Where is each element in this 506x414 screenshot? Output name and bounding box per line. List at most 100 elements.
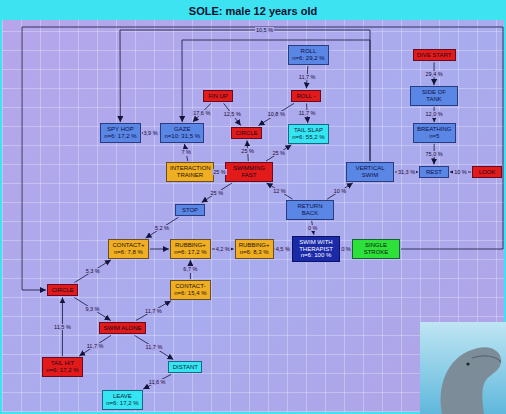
- behavior-name: CONTACT-: [174, 283, 207, 290]
- behavior-name: VERTICAL SWIM: [350, 165, 390, 179]
- transition-arrow: [182, 40, 370, 161]
- behavior-count: n=5: [417, 133, 452, 140]
- behavior-name: LOOK: [476, 169, 498, 176]
- behavior-name: RUBBING+: [174, 242, 207, 249]
- diagram-title: SOLE: male 12 years old: [2, 2, 504, 20]
- transition-percent: 25 %: [212, 169, 227, 175]
- behavior-box: CONTACT-n=6: 15,4 %: [170, 280, 211, 300]
- behavior-box: SINGLE STROKE: [352, 239, 400, 259]
- transition-percent: 11,7 %: [298, 110, 317, 116]
- behavior-name: TAIL HIT: [46, 360, 79, 367]
- behavior-name: FIN UP: [207, 93, 229, 100]
- dolphin-mouth: [472, 356, 501, 362]
- title-bar: SOLE: male 12 years old: [2, 2, 504, 20]
- transition-arrow: [74, 297, 111, 320]
- behavior-name: CONTACT+: [112, 242, 145, 249]
- behavior-count: n=6: 55,2 %: [292, 134, 325, 141]
- transition-arrow: [79, 335, 111, 356]
- behavior-count: n=6: 17,2 %: [106, 400, 139, 407]
- transition-percent: 9,3 %: [84, 306, 100, 312]
- behavior-box: SWIM WITH THERAPISTn=6: 100 %: [292, 236, 340, 263]
- transition-percent: 11,6 %: [148, 379, 167, 385]
- behavior-box: LOOK: [472, 166, 502, 179]
- transition-percent: 12,5 %: [223, 111, 242, 117]
- transition-percent: 6,7 %: [182, 266, 198, 272]
- transition-arrow: [267, 183, 293, 199]
- behavior-count: n=6: 100 %: [296, 252, 336, 259]
- transition-arrow: [193, 103, 211, 122]
- transition-percent: 31,3 %: [397, 169, 416, 175]
- transition-percent: 11,7 %: [298, 74, 317, 80]
- transition-percent: 11,7 %: [144, 308, 163, 314]
- behavior-count: n=10: 31,5 %: [164, 133, 200, 140]
- behavior-box: CONTACT+n=6: 7,8 %: [108, 239, 149, 259]
- transition-percent: 25 %: [210, 190, 225, 196]
- behavior-box: REST: [419, 166, 449, 179]
- behavior-box: GAZEn=10: 31,5 %: [160, 123, 204, 143]
- transition-percent: 3,9 %: [143, 130, 159, 136]
- transition-percent: 17,6 %: [192, 110, 211, 116]
- transition-percent: 0 %: [340, 246, 351, 252]
- behavior-box: DIVE START: [413, 49, 456, 62]
- behavior-name: REST: [423, 169, 445, 176]
- transition-arrow: [202, 183, 233, 203]
- behavior-box: SPY HOPn=6: 17,2 %: [100, 123, 141, 143]
- behavior-box: RETURN BACK: [286, 200, 334, 220]
- transition-percent: 12,0 %: [425, 111, 444, 117]
- transition-percent: 10 %: [453, 169, 468, 175]
- behavior-name: LEAVE: [106, 393, 139, 400]
- behavior-box: STOP: [175, 204, 205, 217]
- behavior-name: CIRCLE: [51, 287, 74, 294]
- transition-percent: 5,3 %: [85, 268, 101, 274]
- behavior-name: RETURN BACK: [290, 203, 330, 217]
- photo-ground: [420, 322, 506, 414]
- behavior-box: RUBBING+n=6: 8,3 %: [235, 239, 274, 259]
- behavior-count: n=6: 8,3 %: [239, 249, 270, 256]
- behavior-box: INTERACTION TRAINER: [166, 162, 214, 182]
- behavior-name: SWIMMING FAST: [229, 165, 269, 179]
- transition-arrow: [136, 301, 171, 321]
- behavior-count: n=6: 17,2 %: [104, 133, 137, 140]
- transition-arrow: [135, 335, 174, 359]
- behavior-box: RUBBING+n=6: 17,2 %: [170, 239, 211, 259]
- behavior-name: CIRCLE: [235, 130, 258, 137]
- transition-arrow: [143, 374, 171, 389]
- behavior-count: n=6: 17,2 %: [46, 367, 79, 374]
- transition-percent: 10 %: [333, 188, 348, 194]
- transition-percent: 29,4 %: [424, 71, 443, 77]
- transition-arrow: [259, 103, 295, 125]
- transition-percent: 25 %: [271, 150, 286, 156]
- behavior-name: ROLL -: [295, 93, 317, 100]
- behavior-name: BREATHING: [417, 126, 452, 133]
- transition-percent: 5,2 %: [154, 225, 170, 231]
- behavior-name: DIVE START: [417, 52, 452, 59]
- behavior-box: SWIMMING FAST: [225, 162, 273, 182]
- behavior-box: LEAVEn=6: 17,2 %: [102, 390, 143, 410]
- transition-arrow: [120, 30, 370, 161]
- behavior-name: SIDE OF TANK: [414, 89, 454, 103]
- transition-percent: 10,8 %: [267, 111, 286, 117]
- transition-percent: 11,7 %: [86, 343, 105, 349]
- behavior-box: CIRCLE: [231, 127, 262, 140]
- transition-percent: 25 %: [240, 148, 255, 154]
- behavior-box: CIRCLE: [47, 284, 78, 297]
- behavior-name: SPY HOP: [104, 126, 137, 133]
- behavior-name: STOP: [179, 207, 201, 214]
- transition-percent: 12 %: [272, 188, 287, 194]
- transition-percent: 4,2 %: [215, 246, 231, 252]
- transition-percent: 4,5 %: [275, 246, 291, 252]
- behavior-box: SWIM ALONE: [99, 322, 146, 335]
- behavior-count: n=6: 15,4 %: [174, 290, 207, 297]
- behavior-box: FIN UP: [203, 90, 233, 103]
- behavior-name: GAZE: [164, 126, 200, 133]
- transition-percent: 11,7 %: [145, 344, 164, 350]
- behavior-count: n=6: 17,2 %: [174, 249, 207, 256]
- transition-arrow: [146, 217, 179, 238]
- transition-percent: 75,0 %: [425, 151, 444, 157]
- transition-percent: 0 %: [307, 225, 318, 231]
- behavior-box: ROLLn=6: 29,2 %: [288, 45, 329, 65]
- transition-arrow: [327, 183, 353, 199]
- behavior-count: n=6: 7,8 %: [112, 249, 145, 256]
